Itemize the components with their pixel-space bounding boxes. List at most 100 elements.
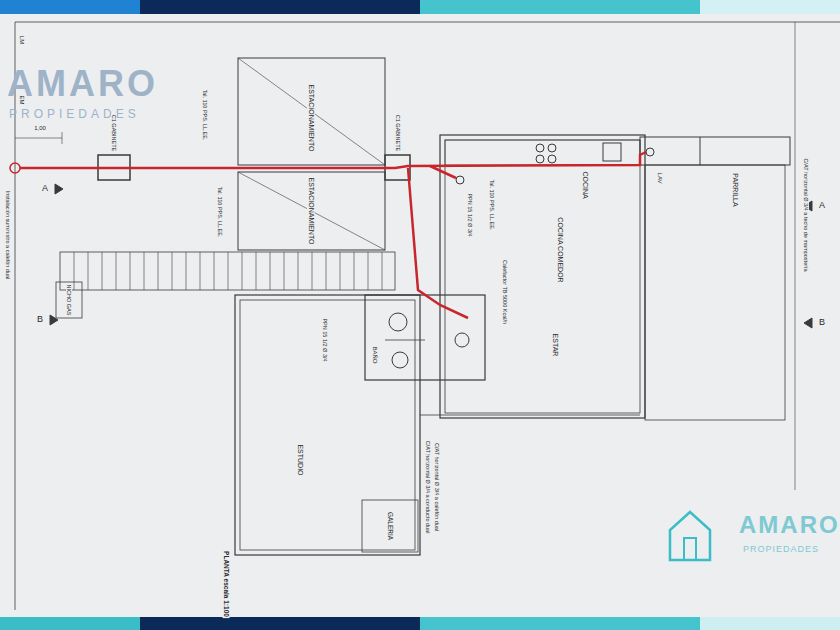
gas-pipe	[20, 152, 646, 318]
room-name: COCINA COMEDOR	[556, 216, 564, 283]
plan-title: PLANTA escala 1:100	[222, 550, 229, 618]
section-letter: B	[36, 315, 44, 325]
supply-note: Instalación suministro a calefón dual	[5, 190, 11, 281]
section-marker	[804, 318, 812, 328]
ramp-step	[130, 252, 131, 290]
ramp-step	[368, 252, 369, 290]
room-tag: LAV	[657, 172, 664, 185]
wall-line	[420, 415, 640, 416]
appliance-symbol	[456, 176, 464, 184]
wall-outer	[235, 295, 420, 555]
section-marker	[55, 184, 63, 194]
line-tag: EM	[19, 95, 26, 106]
ramp-step	[102, 252, 103, 290]
room-name: ESTAR	[551, 333, 559, 358]
room-name: GALERIA	[386, 511, 393, 541]
vent-note: C/AT horizontal Ø 3/4 a conducto dual	[425, 440, 431, 535]
parking-outline	[238, 58, 385, 165]
pipe-spec: Tal. 110 PPS. LL.EE.	[217, 186, 223, 239]
ramp-step	[228, 252, 229, 290]
room-area: NICHO GAS	[56, 282, 82, 319]
ramp-step	[200, 252, 201, 290]
ramp-step	[340, 252, 341, 290]
stove-burner	[536, 144, 544, 152]
watermark: PROPIEDADES	[742, 545, 820, 555]
ramp-step	[116, 252, 117, 290]
room-area: ESTUDIO	[240, 300, 360, 500]
room-area: GALERIA	[362, 500, 418, 552]
top-band	[0, 0, 140, 14]
box-tag: C1 GABINETE	[111, 114, 117, 152]
watermark: AMARO	[738, 512, 840, 538]
dimension-line	[15, 138, 62, 139]
vent-note: C/AT horizontal Ø 3/4 a techo de mampost…	[803, 157, 809, 272]
top-band	[420, 0, 700, 14]
room-area: BAÑO	[365, 295, 485, 380]
vent-note: C/AT horizontal Ø 3/4 a calefón dual	[434, 442, 440, 532]
stove-burner	[548, 144, 556, 152]
ramp-step	[312, 252, 313, 290]
pipe-spec: Tal. 110 PPS. LL.EE.	[202, 89, 208, 142]
appliance-symbol	[646, 148, 654, 156]
box-tag: C1 GABINETE	[395, 114, 401, 152]
ramp-step	[214, 252, 215, 290]
wall-inner	[445, 140, 640, 413]
section-letter: A	[41, 184, 49, 194]
wall-outer	[440, 135, 645, 418]
top-band	[700, 0, 840, 14]
property-line	[795, 22, 796, 490]
ramp-step	[88, 252, 89, 290]
section-letter: B	[818, 318, 826, 328]
bottom-band	[700, 617, 840, 630]
ramp-step	[284, 252, 285, 290]
room-area: ESTACIONAMIENTO	[238, 172, 385, 250]
pipe-spec: PPN 15 1/2 Ø 3/4	[467, 192, 473, 237]
bath-fixture	[392, 352, 408, 368]
kitchen-counter	[445, 140, 640, 165]
line-tag: LM	[19, 35, 26, 45]
ramp-step	[270, 252, 271, 290]
gas-pipe-run	[20, 152, 646, 168]
ramp-hatch	[74, 252, 382, 290]
dimension: 1,00	[33, 125, 47, 132]
ramp-step	[298, 252, 299, 290]
watermark: PROPIEDADES	[8, 108, 141, 121]
stove-burner	[536, 155, 544, 163]
counter	[640, 137, 790, 165]
ramp-step	[74, 252, 75, 290]
gas-pipe-run	[408, 168, 468, 318]
room-area: COCINA COCINA COMEDOR ESTAR	[445, 140, 640, 413]
ramp-step	[172, 252, 173, 290]
ramp-outline	[60, 252, 395, 290]
room-area: ESTACIONAMIENTO	[238, 58, 385, 165]
room-name: ESTACIONAMIENTO	[307, 83, 315, 152]
gallery-outline	[362, 500, 418, 552]
bottom-band	[420, 617, 700, 630]
bath-fixture	[389, 313, 407, 331]
ramp-step	[144, 252, 145, 290]
logo-house	[670, 512, 710, 560]
bath-wall	[365, 295, 485, 380]
watermark: AMARO	[6, 64, 159, 104]
wall-inner	[240, 300, 415, 550]
room-name: NICHO GAS	[66, 284, 72, 317]
ramp-step	[158, 252, 159, 290]
room-name: PARRILLA	[731, 172, 739, 207]
grill-outline	[645, 165, 785, 420]
ramp-step	[354, 252, 355, 290]
ramp-step	[326, 252, 327, 290]
gas-niche	[56, 282, 82, 318]
bottom-band	[0, 617, 140, 630]
room-name: COCINA	[581, 170, 589, 199]
section-letter: A	[818, 201, 826, 211]
appliance-spec: Calefactor TB 5000 Kcal/h	[502, 259, 508, 325]
room-name: ESTUDIO	[296, 443, 304, 476]
top-band	[140, 0, 420, 14]
pipe-spec: PPN 15 1/2 Ø 3/4	[322, 317, 328, 362]
bath-division	[385, 340, 425, 341]
ramp-step	[242, 252, 243, 290]
pipe-spec: Tal. 110 PPS. LL.EE.	[489, 179, 495, 232]
gas-pipe-run	[430, 166, 456, 178]
ramp-step	[256, 252, 257, 290]
